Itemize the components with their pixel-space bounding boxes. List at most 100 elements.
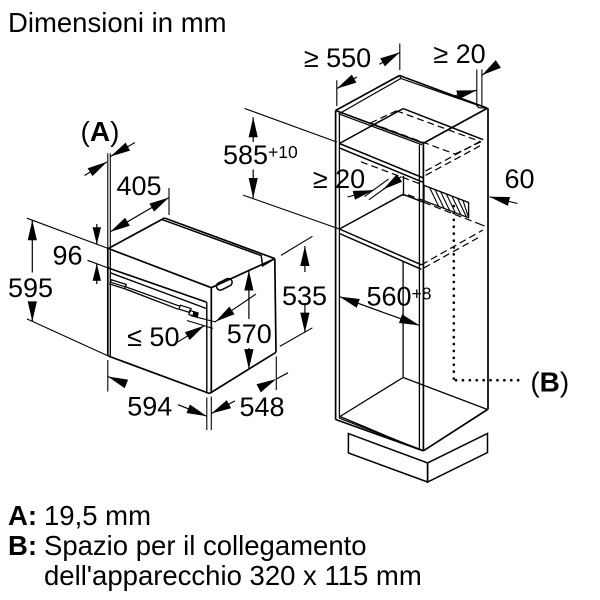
oven-side-bottom-edge	[209, 351, 277, 395]
cab-ceiling-dashed-right-bottom	[425, 143, 484, 176]
arrowhead	[149, 197, 169, 212]
dim-label-570: 570	[227, 319, 272, 349]
oven-bottom-front-edge	[108, 355, 210, 395]
b-letter: B	[540, 367, 560, 398]
oven-dimensions: (A) 405 96 595 ≤ 50 570 594 548	[8, 116, 289, 430]
hatch-stroke	[451, 195, 462, 216]
hatch-stroke	[440, 191, 451, 211]
arrowhead	[186, 404, 207, 417]
hatch-stroke	[429, 187, 440, 207]
cab-shelf-front-top	[339, 228, 422, 266]
dim-label-60: 60	[504, 164, 534, 194]
arrowhead	[110, 217, 130, 232]
cab-connection-dashed-1	[360, 161, 425, 186]
dim-label-20top: ≥ 20	[433, 39, 485, 69]
arrowhead	[92, 227, 101, 245]
cab-top-left-edge	[335, 74, 400, 112]
arrowhead	[87, 161, 108, 177]
cab-top-front-edge	[335, 109, 424, 144]
dim-label-96: 96	[52, 240, 82, 270]
cab-shelf-right-dashed	[421, 229, 484, 266]
arrowhead	[300, 246, 310, 266]
dim-560-tolerance-sup: +8	[412, 283, 432, 303]
dim-label-548: 548	[239, 392, 284, 422]
legend-value-a: 19,5 mm	[44, 499, 151, 531]
hatch-stroke	[457, 197, 467, 218]
oven-handle-left-block-edge	[110, 281, 126, 288]
dim-line-548-b	[276, 372, 289, 380]
dim-label-b: (B)	[530, 367, 569, 398]
ext-line-oven-bottom	[26, 318, 109, 357]
oven-band-bottom-1	[108, 267, 208, 304]
cab-ceiling-front-bottom	[339, 147, 424, 184]
arrowhead	[110, 142, 131, 157]
arrowhead	[27, 220, 37, 241]
cab-ceiling-dashed-right-top	[425, 139, 484, 172]
cab-floor-back-edge	[402, 376, 488, 411]
arrowhead	[399, 314, 420, 326]
ext-line-50-door	[186, 319, 214, 329]
dim-label-550: ≥ 550	[304, 43, 371, 73]
cab-top-dashed-left	[370, 110, 397, 124]
cab-top-right-edge	[422, 107, 488, 144]
cab-top-dashed-back	[396, 110, 482, 143]
cab-shelf-back-dash-end	[481, 224, 485, 227]
dim-label-560: 560+8	[367, 281, 432, 311]
arrowhead	[383, 174, 403, 190]
cab-shelf-front-bottom	[339, 232, 422, 270]
legend-value-b1: Spazio per il collegamento	[44, 529, 367, 561]
cab-shelf-top-back-solid	[402, 193, 425, 204]
arrowhead	[244, 349, 254, 370]
arrowhead	[352, 190, 374, 200]
cab-ceiling-top-back	[402, 107, 484, 141]
cab-plinth-front	[347, 432, 429, 484]
cabinet-dimensions: ≥ 550 ≥ 20 585+10 ≥ 20 60 560+8 535 (B)	[223, 39, 569, 398]
cab-ceiling-front-top	[339, 142, 424, 179]
dim-label-50: ≤ 50	[127, 322, 179, 352]
hatch-stroke	[462, 200, 470, 218]
dim-label-595: 595	[8, 273, 53, 303]
legend-value-b2: dell'apparecchio 320 x 115 mm	[44, 559, 422, 591]
cab-shelf-top-left	[339, 193, 404, 230]
a-paren-close: )	[110, 116, 119, 147]
oven-side-grip-oval	[215, 277, 233, 291]
oven-handle-bar-top	[125, 286, 181, 307]
ext-535-bottom	[279, 327, 313, 347]
cab-connection-dashed-2	[407, 194, 425, 202]
hatch-stroke	[434, 189, 445, 209]
arrowhead	[211, 400, 232, 414]
arrowhead	[184, 325, 205, 340]
arrowhead	[380, 52, 400, 67]
b-dotted-line	[452, 204, 524, 382]
legend-key-a: A:	[8, 499, 38, 531]
ext-585-bottom	[242, 194, 340, 230]
oven-back-right-edge	[273, 258, 277, 353]
cab-floor-front-edge	[339, 415, 420, 451]
cabinet-drawing	[334, 74, 524, 484]
oven-door-top-edge	[110, 272, 207, 310]
dim-560-main: 560	[367, 281, 412, 311]
dim-label-585: 585+10	[223, 140, 298, 170]
cab-side-bottom-edge	[422, 408, 488, 452]
arrowhead	[481, 60, 501, 76]
cab-top-left-inner	[338, 78, 401, 115]
arrowhead	[27, 301, 37, 322]
cab-plinth-right	[426, 432, 489, 484]
arrowhead	[215, 306, 235, 322]
oven-top-back-edge	[164, 217, 276, 260]
cab-top-back-edge	[399, 74, 488, 109]
legend-row-b: B:Spazio per il collegamento	[8, 531, 367, 560]
a-paren-open: (	[81, 116, 91, 147]
b-paren-open: (	[530, 367, 540, 398]
dim-label-594: 594	[127, 391, 172, 421]
dim-label-a: (A)	[81, 116, 120, 147]
arrowhead	[300, 312, 310, 333]
arrowhead	[107, 376, 129, 389]
arrowhead	[244, 270, 254, 291]
oven-control-panel-strip	[161, 218, 276, 268]
arrowhead	[339, 296, 360, 308]
cab-top-front-inner	[338, 113, 423, 146]
dim-label-20mid: ≥ 20	[313, 164, 365, 194]
